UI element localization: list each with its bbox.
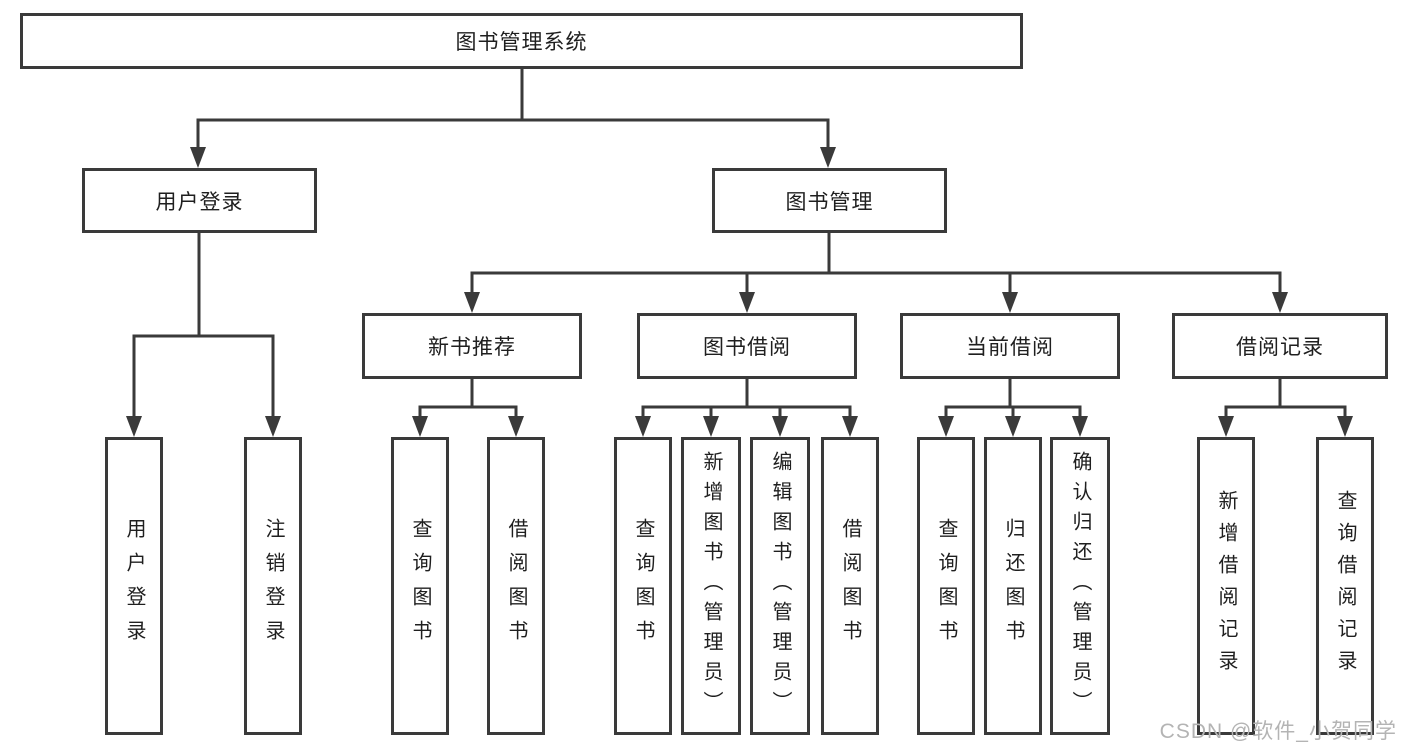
leaf-add-books-admin-label: 新增图书（管理员） <box>700 451 722 721</box>
node-user-login-label: 用户登录 <box>155 190 244 214</box>
leaf-add-borrow-record-label: 新增借阅记录 <box>1215 490 1237 682</box>
leaf-add-borrow-record: 新增借阅记录 <box>1197 437 1255 735</box>
node-new-book-recommend-label: 新书推荐 <box>428 336 516 359</box>
leaf-return-books-label: 归还图书 <box>1002 518 1024 654</box>
leaf-user-login-label: 用户登录 <box>123 518 145 654</box>
leaf-confirm-return-admin: 确认归还（管理员） <box>1050 437 1110 735</box>
node-borrowing-records: 借阅记录 <box>1172 313 1388 379</box>
watermark: CSDN @软件_小贺同学 <box>1159 720 1397 743</box>
leaf-borrowing-borrow-books: 借阅图书 <box>821 437 879 735</box>
leaf-confirm-return-admin-label: 确认归还（管理员） <box>1069 451 1091 721</box>
leaf-current-query-books: 查询图书 <box>917 437 975 735</box>
leaf-query-borrow-record: 查询借阅记录 <box>1316 437 1374 735</box>
node-borrowing-records-label: 借阅记录 <box>1236 336 1324 359</box>
node-root: 图书管理系统 <box>20 13 1023 69</box>
leaf-borrowing-query-books: 查询图书 <box>614 437 672 735</box>
leaf-borrowing-query-books-label: 查询图书 <box>632 518 654 654</box>
leaf-return-books: 归还图书 <box>984 437 1042 735</box>
leaf-add-books-admin: 新增图书（管理员） <box>681 437 741 735</box>
leaf-borrowing-borrow-books-label: 借阅图书 <box>839 518 861 654</box>
leaf-recommend-query-books: 查询图书 <box>391 437 449 735</box>
leaf-logout: 注销登录 <box>244 437 302 735</box>
leaf-recommend-borrow-books: 借阅图书 <box>487 437 545 735</box>
leaf-current-query-books-label: 查询图书 <box>935 518 957 654</box>
node-current-borrowing-label: 当前借阅 <box>966 336 1054 359</box>
node-user-login: 用户登录 <box>82 168 317 233</box>
node-book-management: 图书管理 <box>712 168 947 233</box>
leaf-edit-books-admin-label: 编辑图书（管理员） <box>769 451 791 721</box>
node-root-label: 图书管理系统 <box>455 31 588 54</box>
leaf-user-login: 用户登录 <box>105 437 163 735</box>
node-current-borrowing: 当前借阅 <box>900 313 1120 379</box>
leaf-recommend-query-books-label: 查询图书 <box>409 518 431 654</box>
node-book-borrowing: 图书借阅 <box>637 313 857 379</box>
leaf-edit-books-admin: 编辑图书（管理员） <box>750 437 810 735</box>
leaf-logout-label: 注销登录 <box>262 518 284 654</box>
node-new-book-recommend: 新书推荐 <box>362 313 582 379</box>
node-book-management-label: 图书管理 <box>785 190 874 214</box>
node-book-borrowing-label: 图书借阅 <box>703 336 791 359</box>
leaf-recommend-borrow-books-label: 借阅图书 <box>505 518 527 654</box>
leaf-query-borrow-record-label: 查询借阅记录 <box>1334 490 1356 682</box>
